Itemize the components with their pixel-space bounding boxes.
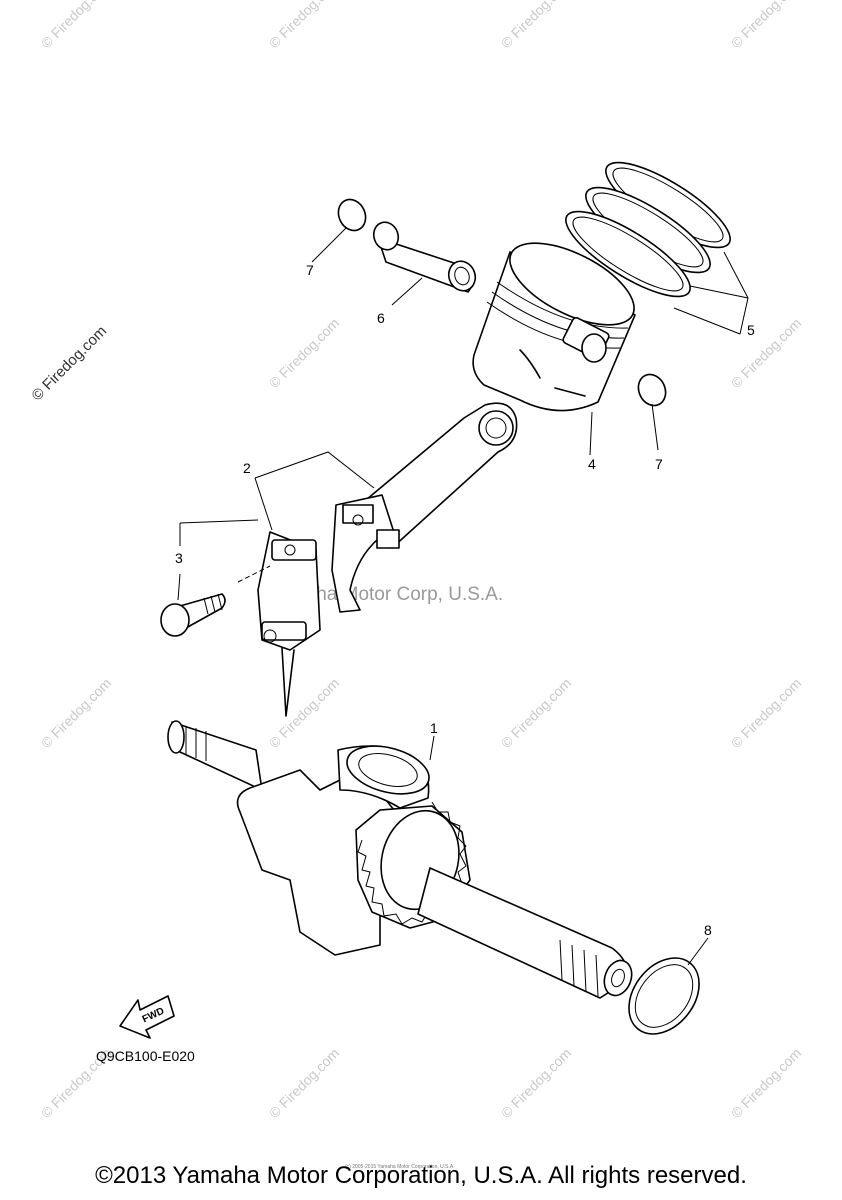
callout-3: 3 — [175, 550, 183, 566]
watermark-center: Yamaha Motor Corp, U.S.A. — [268, 584, 504, 605]
copyright-footer: ©2013 Yamaha Motor Corporation, U.S.A. A… — [95, 1162, 747, 1189]
circlips — [337, 198, 667, 407]
connecting-rod — [331, 402, 518, 613]
snap-ring — [628, 957, 700, 1035]
bolt — [160, 565, 271, 637]
leader-lines — [177, 227, 749, 966]
callout-7-right: 7 — [655, 456, 663, 472]
callout-4: 4 — [588, 456, 596, 472]
piston-rings — [565, 161, 731, 298]
piston — [472, 242, 636, 412]
callout-2: 2 — [243, 460, 251, 476]
fwd-arrow-icon — [119, 995, 175, 1039]
callout-7-left: 7 — [306, 262, 314, 278]
callout-1: 1 — [430, 720, 438, 736]
piston-pin — [372, 221, 477, 293]
callout-6: 6 — [377, 310, 385, 326]
crankshaft — [167, 720, 633, 999]
callout-8: 8 — [704, 922, 712, 938]
tiny-note: (c) 2005-2015 Yamaha Motor Corporation, … — [345, 1164, 455, 1170]
diagram-code: Q9CB100-E020 — [96, 1048, 195, 1064]
connecting-rod-cap — [257, 531, 321, 717]
callout-5: 5 — [747, 322, 755, 338]
